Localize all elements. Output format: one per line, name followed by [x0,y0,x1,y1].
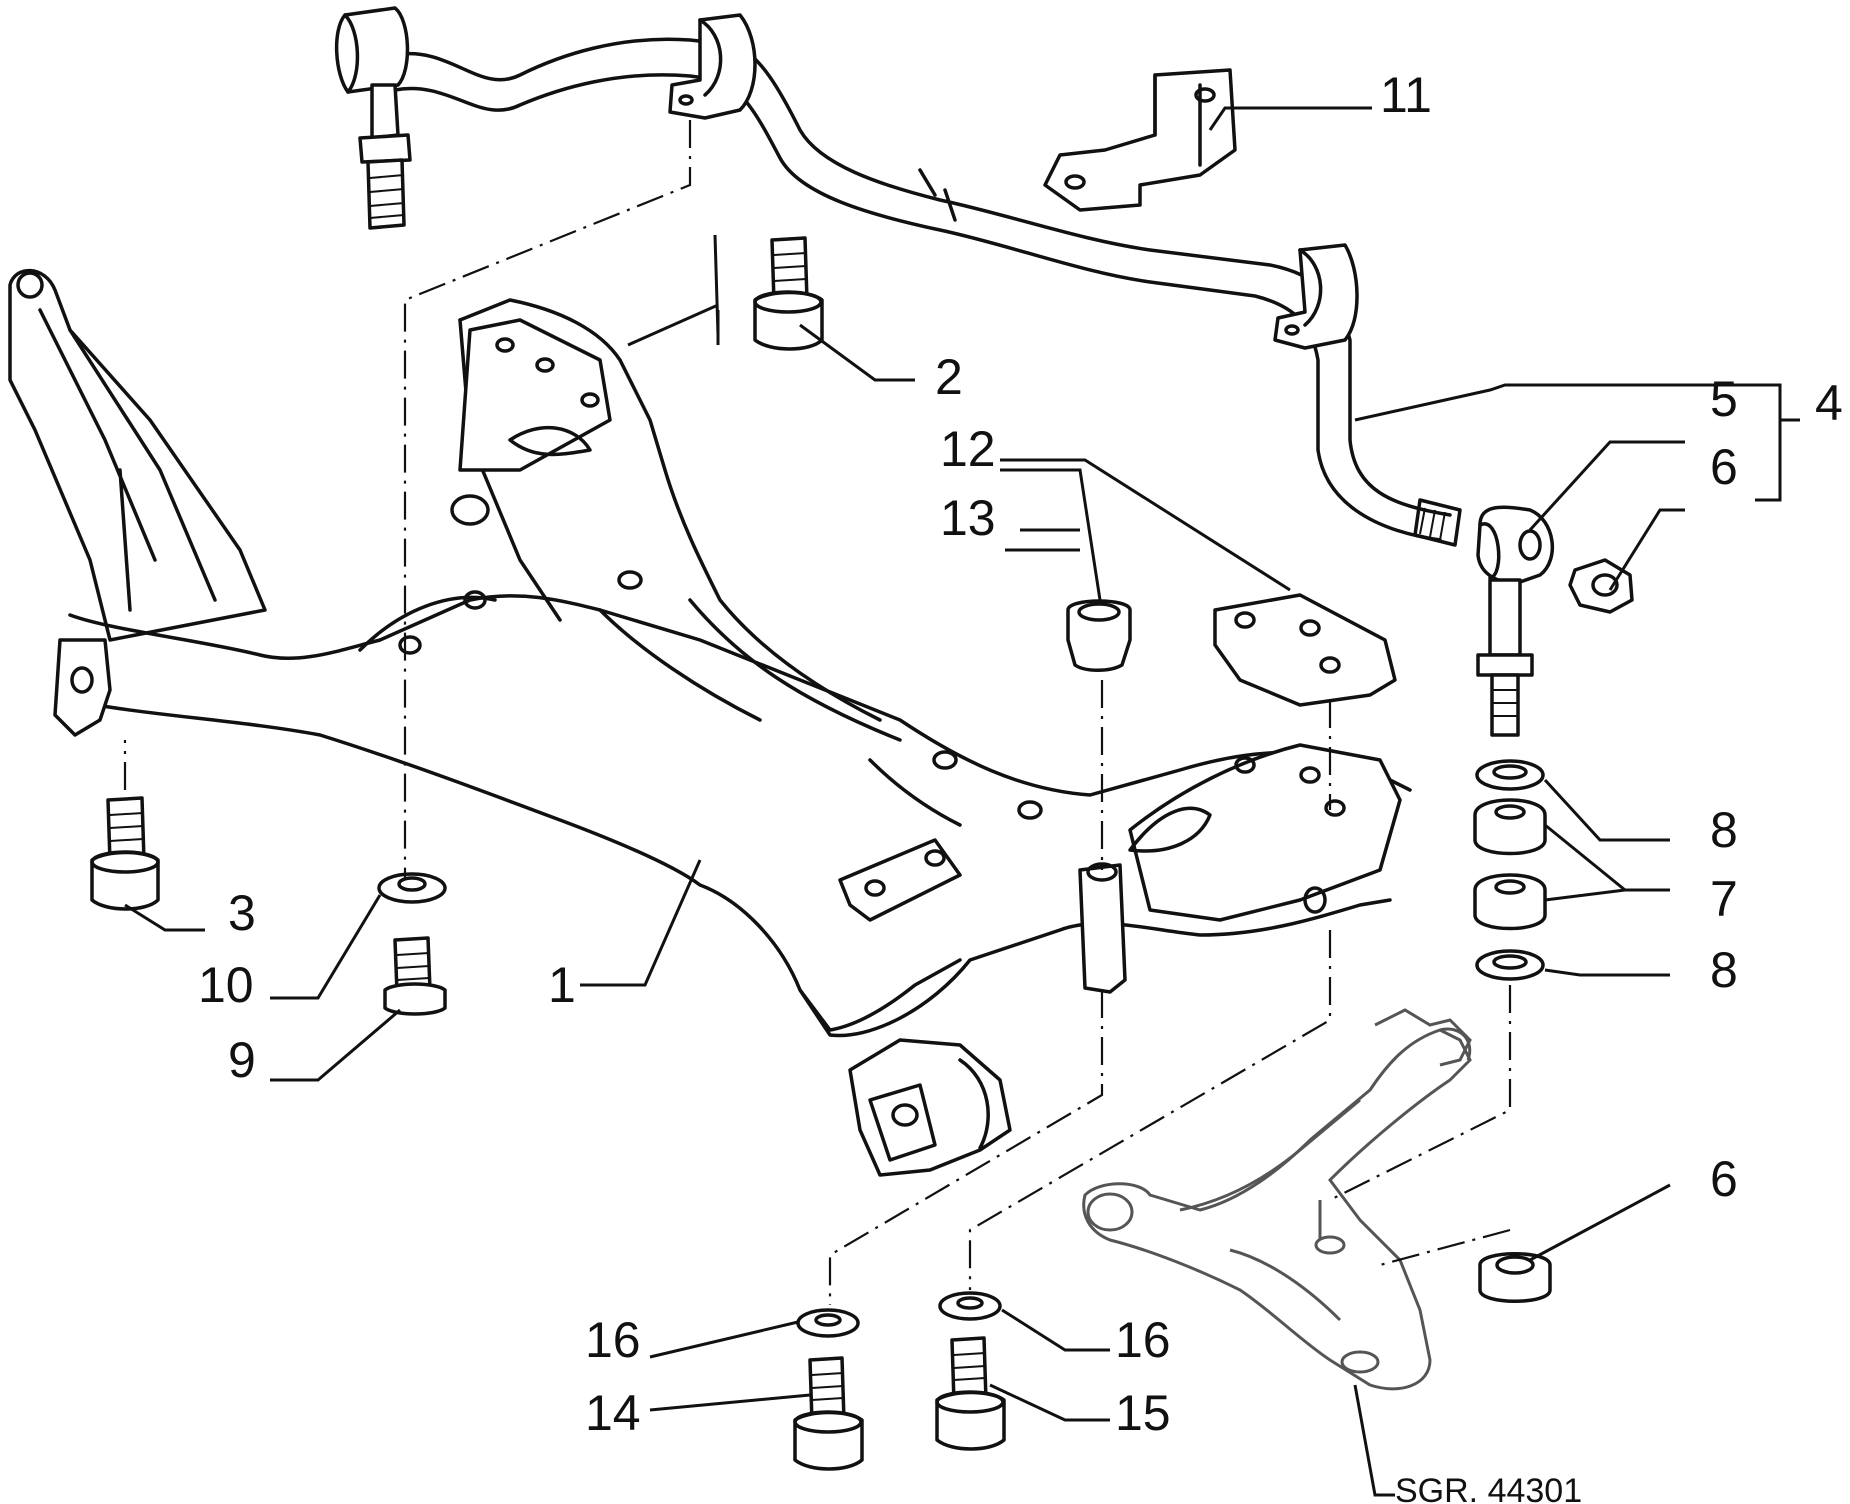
callout-7: 7 [1710,871,1738,927]
bolt-14 [793,1356,864,1471]
stabilizer-bar [334,6,1462,547]
reference-code: SGR. 44301 [1395,1472,1582,1504]
callout-16-right: 16 [1115,1312,1171,1368]
callout-11: 11 [1380,67,1432,123]
plate-12 [1213,593,1397,707]
callout-6-lower: 6 [1710,1151,1738,1207]
callout-1: 1 [548,957,576,1013]
washer-8-top [1475,759,1545,791]
callout-8-lower: 8 [1710,942,1738,998]
callout-labels: 1 2 3 4 5 6 6 7 8 8 9 10 11 12 13 14 15 … [198,67,1843,1504]
washer-16-left [796,1308,860,1338]
callout-16-left: 16 [585,1312,641,1368]
callout-10: 10 [198,957,254,1013]
callout-15: 15 [1115,1385,1171,1441]
stabilizer-link-5 [1476,505,1555,737]
callout-5: 5 [1710,371,1738,427]
callout-8-upper: 8 [1710,802,1738,858]
nut-6-lower [1478,1252,1552,1303]
washer-10 [377,872,447,904]
callout-2: 2 [935,349,963,405]
callout-9: 9 [228,1032,256,1088]
nut-6-upper [1568,558,1634,614]
callout-4: 4 [1815,375,1843,431]
callout-13: 13 [940,490,996,546]
bolt-15 [935,1336,1006,1451]
bushing-7-upper [1473,798,1547,856]
bushing-7-lower [1473,873,1547,931]
bushing-13 [1066,599,1132,672]
control-arm [1082,1008,1472,1391]
bolt-3 [90,796,160,911]
callout-3: 3 [228,885,256,941]
callout-12: 12 [940,421,996,477]
leader-lines [124,106,1800,1497]
washer-8-bottom [1475,949,1545,981]
crossmember-subframe [8,268,1412,1177]
callout-14: 14 [585,1385,641,1441]
callout-6-upper: 6 [1710,439,1738,495]
bracket-part-11 [1043,68,1237,212]
alignment-lines [123,120,1512,1305]
bolt-9 [383,936,447,1016]
washer-16-right [938,1291,1002,1321]
